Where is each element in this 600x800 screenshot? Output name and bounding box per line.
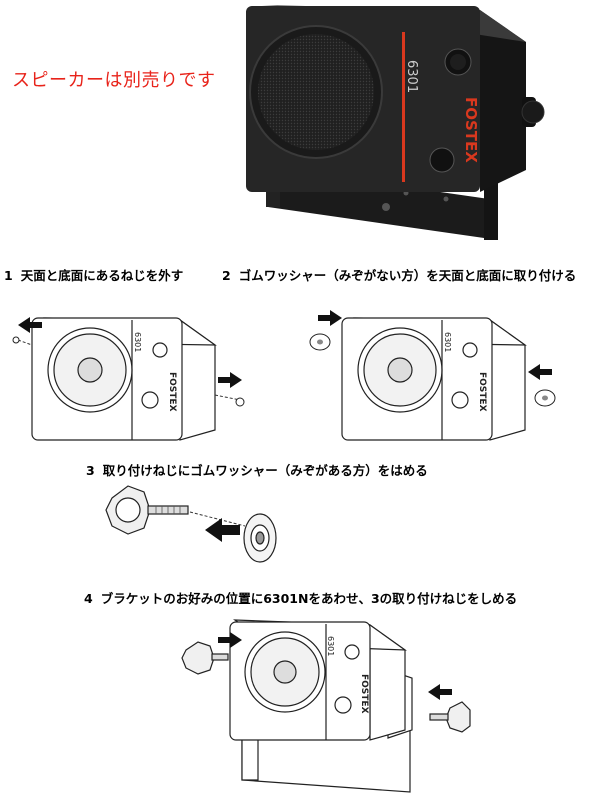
mounting-knob-icon <box>105 485 189 535</box>
step-3-illustration <box>105 485 277 563</box>
step-1-illustration: 6301 FOSTEX <box>12 317 245 441</box>
step-4-brand-text: FOSTEX <box>359 674 369 714</box>
model-number: 6301 <box>404 60 419 93</box>
brand-logo-text: FOSTEX <box>462 97 480 163</box>
rubber-washer-icon <box>243 513 277 563</box>
arrow-left-icon <box>205 518 240 542</box>
mounting-knob-icon <box>429 701 471 733</box>
step-2-illustration: 6301 FOSTEX <box>309 310 556 441</box>
rubber-washer-icon <box>309 333 331 351</box>
step-4-model-text: 6301 <box>326 636 335 656</box>
step-1-brand-text: FOSTEX <box>167 372 177 412</box>
step-2-model-text: 6301 <box>443 332 452 352</box>
arrow-right-icon <box>218 372 242 388</box>
arrow-right-icon <box>218 632 242 648</box>
mounting-knob-icon <box>181 641 229 675</box>
step-2-brand-text: FOSTEX <box>477 372 487 412</box>
rubber-washer-icon <box>534 389 556 407</box>
arrow-left-icon <box>528 364 552 380</box>
arrow-left-icon <box>428 684 452 700</box>
arrow-left-icon <box>18 317 42 333</box>
speaker-product-photo: 6301 FOSTEX <box>246 5 545 240</box>
step-1-model-text: 6301 <box>133 332 142 352</box>
speaker-sold-separately-note: スピーカーは別売りです <box>12 70 216 91</box>
arrow-right-icon <box>318 310 342 326</box>
step-4-illustration: 6301 FOSTEX <box>181 619 471 793</box>
